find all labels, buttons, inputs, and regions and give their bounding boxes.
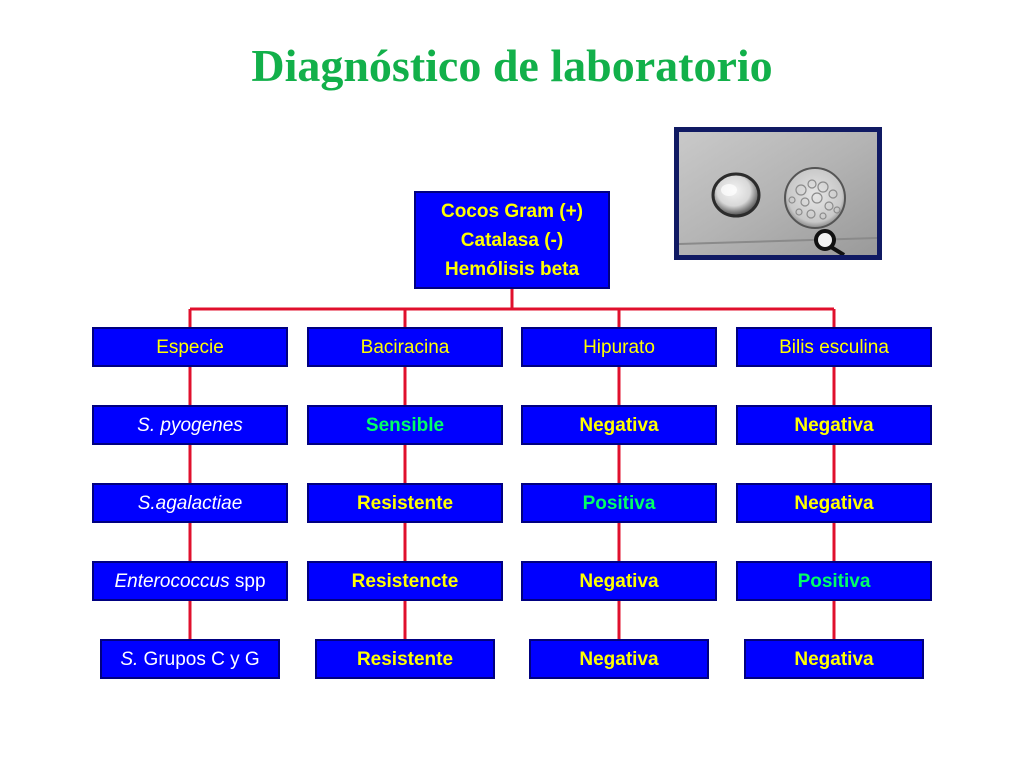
species-italic: S.agalactiae xyxy=(137,492,243,514)
bilis-result: Negativa xyxy=(736,405,932,445)
root-line-1: Cocos Gram (+) xyxy=(440,200,583,222)
species-italic: S. pyogenes xyxy=(137,414,243,436)
catalase-test-photo xyxy=(674,127,882,260)
header-label: Especie xyxy=(156,336,224,358)
result-text: Resistente xyxy=(356,648,454,670)
species-italic: Enterococcus xyxy=(114,570,230,592)
result-text: Negativa xyxy=(794,414,874,436)
header-label: Bilis esculina xyxy=(779,336,889,358)
species-name: Enterococcus spp xyxy=(114,570,265,593)
result-text: Negativa xyxy=(794,648,874,670)
header-especie: Especie xyxy=(92,327,288,367)
species-name: S. Grupos C y G xyxy=(120,648,259,671)
baciracina-result: Resistencte xyxy=(307,561,503,601)
catalase-test-photo-icon xyxy=(679,132,877,255)
species-name: S.agalactiae xyxy=(138,492,243,515)
result-text: Positiva xyxy=(797,570,871,592)
hipurato-result: Negativa xyxy=(529,639,709,679)
root-criteria-box: Cocos Gram (+) Catalasa (-) Hemólisis be… xyxy=(414,191,610,289)
baciracina-result: Resistente xyxy=(315,639,495,679)
species-cell: S.agalactiae xyxy=(92,483,288,523)
root-line-3: Hemólisis beta xyxy=(444,258,580,280)
result-text: Negativa xyxy=(794,492,874,514)
species-cell: S. pyogenes xyxy=(92,405,288,445)
bilis-result: Negativa xyxy=(736,483,932,523)
result-text: Negativa xyxy=(579,648,659,670)
result-text: Positiva xyxy=(582,492,656,514)
header-hipurato: Hipurato xyxy=(521,327,717,367)
species-name: S. pyogenes xyxy=(137,414,243,437)
header-label: Baciracina xyxy=(360,336,450,358)
species-cell: Enterococcus spp xyxy=(92,561,288,601)
header-baciracina: Baciracina xyxy=(307,327,503,367)
hipurato-result: Positiva xyxy=(521,483,717,523)
species-cell: S. Grupos C y G xyxy=(100,639,280,679)
root-line-2: Catalasa (-) xyxy=(460,229,564,251)
result-text: Negativa xyxy=(579,570,659,592)
bilis-result: Negativa xyxy=(744,639,924,679)
result-text: Resistencte xyxy=(351,570,459,592)
bilis-result: Positiva xyxy=(736,561,932,601)
page-title: Diagnóstico de laboratorio xyxy=(251,40,773,91)
baciracina-result: Resistente xyxy=(307,483,503,523)
species-rest: Grupos C y G xyxy=(138,648,260,670)
result-text: Negativa xyxy=(579,414,659,436)
species-italic: S. xyxy=(120,648,139,670)
header-bilis-esculina: Bilis esculina xyxy=(736,327,932,367)
header-label: Hipurato xyxy=(583,336,655,358)
hipurato-result: Negativa xyxy=(521,561,717,601)
species-rest: spp xyxy=(229,570,266,592)
result-text: Resistente xyxy=(356,492,454,514)
result-text: Sensible xyxy=(365,414,445,436)
baciracina-result: Sensible xyxy=(307,405,503,445)
hipurato-result: Negativa xyxy=(521,405,717,445)
